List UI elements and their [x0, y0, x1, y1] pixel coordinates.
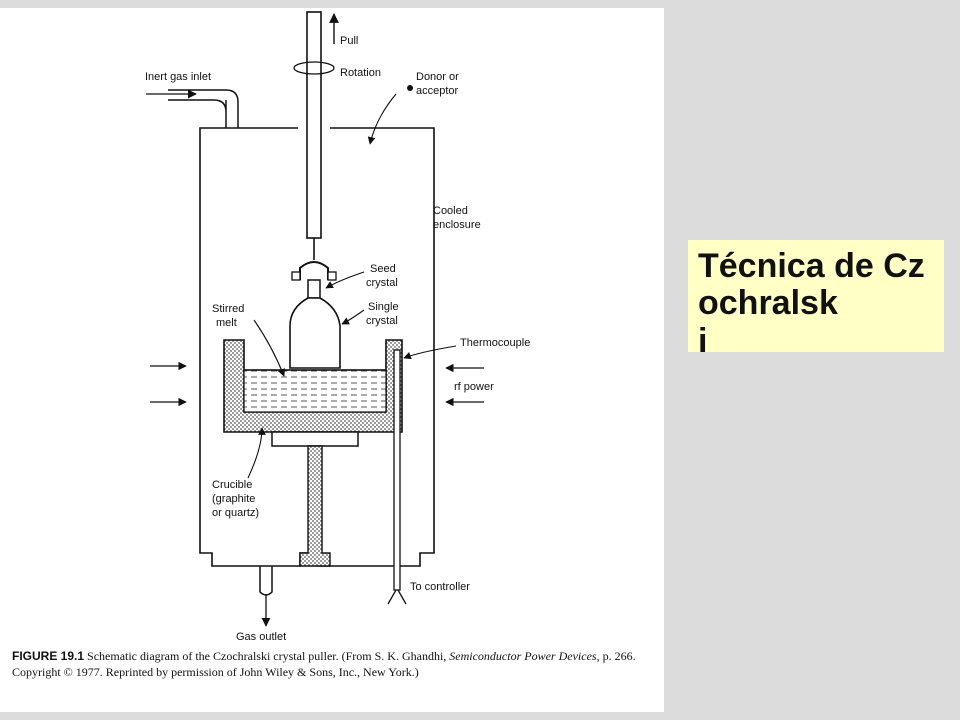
label-crucible: Crucible	[212, 479, 252, 491]
figure-caption: FIGURE 19.1 Schematic diagram of the Czo…	[12, 648, 657, 680]
label-graphite: (graphite	[212, 493, 255, 505]
label-gas-outlet: Gas outlet	[236, 631, 286, 643]
caption-figure-label: FIGURE 19.1	[12, 649, 85, 663]
label-enclosure: enclosure	[433, 219, 481, 231]
slide-title: Técnica de Czochralsk i	[698, 247, 925, 360]
label-single-crystal: crystal	[366, 315, 398, 327]
caption-text-1: Schematic diagram of the Czochralski cry…	[84, 649, 450, 663]
label-thermocouple: Thermocouple	[460, 337, 530, 349]
gas-outlet-pipe	[259, 566, 273, 596]
label-to-controller: To controller	[410, 581, 470, 593]
label-single: Single	[368, 301, 399, 313]
czochralski-diagram: Pull Rotation Inert gas inlet Donor or a…	[145, 11, 530, 643]
label-rotation: Rotation	[340, 67, 381, 79]
label-seed-crystal: crystal	[366, 277, 398, 289]
label-cooled: Cooled	[433, 205, 468, 217]
gas-inlet-pipe	[168, 89, 239, 128]
label-rf-power: rf power	[454, 381, 494, 393]
label-quartz: or quartz)	[212, 507, 259, 519]
label-pull: Pull	[340, 35, 358, 47]
label-melt: melt	[216, 317, 237, 329]
caption-text-2: , p. 266. Copyright © 1977. Reprinted by…	[12, 649, 636, 679]
title-box: Técnica de Czochralsk i	[688, 240, 944, 360]
label-acceptor: acceptor	[416, 85, 459, 97]
seed-holder	[299, 261, 329, 280]
pedestal-plate	[271, 431, 359, 447]
pedestal-shaft	[299, 445, 331, 567]
rotation-arrow	[293, 61, 335, 75]
label-seed: Seed	[370, 263, 396, 275]
thermocouple	[393, 349, 401, 591]
stirred-melt	[243, 369, 387, 413]
single-crystal	[289, 297, 341, 369]
pull-rod	[306, 11, 322, 239]
figure-panel: Pull Rotation Inert gas inlet Donor or a…	[0, 8, 664, 712]
label-inert-gas-inlet: Inert gas inlet	[145, 71, 211, 83]
label-donor: Donor or	[416, 71, 459, 83]
caption-italic-title: Semiconductor Power Devices	[449, 649, 597, 663]
label-stirred: Stirred	[212, 303, 244, 315]
